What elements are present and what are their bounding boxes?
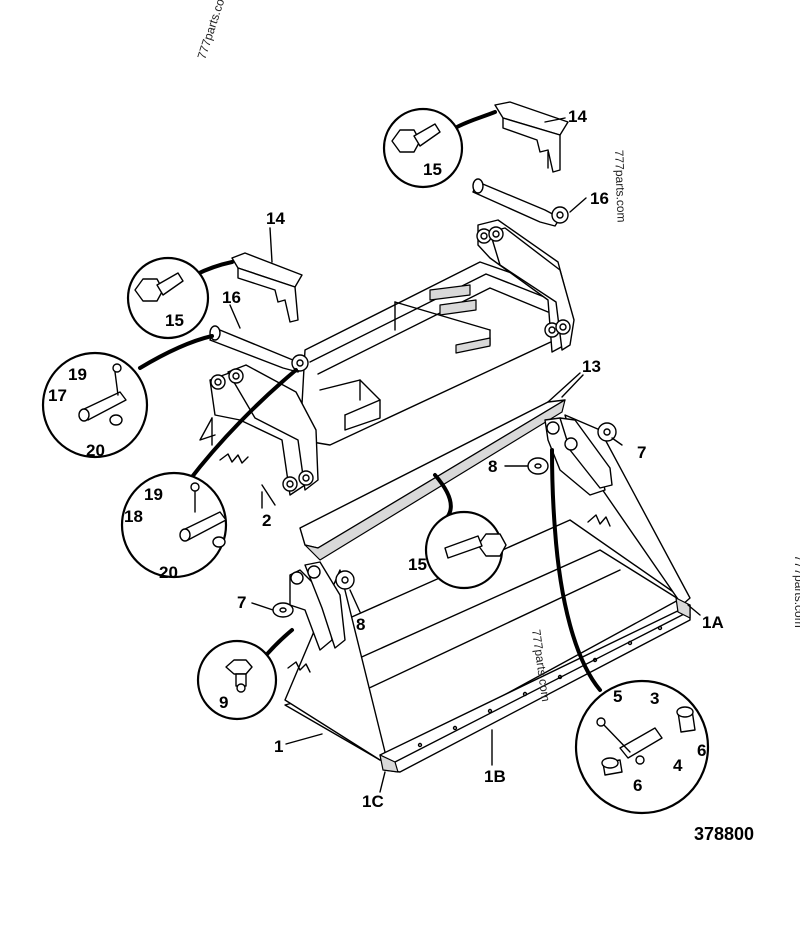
label-6-lower: 6 — [633, 776, 642, 795]
detail-circle-pin-17 — [41, 351, 149, 459]
label-9: 9 — [219, 693, 228, 712]
detail-circle-bolt-top-right — [382, 107, 464, 189]
label-16-top-left: 16 — [222, 288, 241, 307]
top-left-bracket — [231, 252, 303, 323]
top-right-bracket — [494, 101, 569, 173]
watermark-top-left: 777parts.com — [195, 0, 231, 61]
label-16-top-right: 16 — [590, 189, 609, 208]
bucket — [284, 414, 691, 773]
callout-labels: 14 15 16 14 15 16 13 19 17 20 2 8 7 19 1… — [48, 107, 724, 811]
label-14-top-left: 14 — [266, 209, 285, 228]
label-15-top-left: 15 — [165, 311, 184, 330]
label-20-upper: 20 — [86, 441, 105, 460]
label-1A: 1A — [702, 613, 724, 632]
label-19-lower: 19 — [144, 485, 163, 504]
figure-number: 378800 — [694, 824, 754, 844]
top-left-cylinder — [209, 325, 309, 373]
detail-circle-grease-nipple-9 — [196, 639, 278, 721]
label-15-top-right: 15 — [423, 160, 442, 179]
label-1C: 1C — [362, 792, 384, 811]
label-2: 2 — [262, 511, 271, 530]
label-17: 17 — [48, 386, 67, 405]
label-20-lower: 20 — [159, 563, 178, 582]
label-5: 5 — [613, 687, 622, 706]
watermark-right: 777parts.com — [612, 150, 629, 223]
detail-circle-bolt-15 — [424, 510, 507, 590]
washers — [272, 422, 617, 618]
quick-hitch-frame — [199, 219, 575, 506]
top-right-cylinder — [472, 178, 569, 227]
label-1: 1 — [274, 737, 283, 756]
label-8-left: 8 — [356, 615, 365, 634]
detail-circle-pins-bushes — [574, 679, 710, 815]
cutting-edge-strip — [299, 372, 581, 561]
callout-leaders — [229, 117, 701, 793]
bucket-rivets — [417, 625, 663, 748]
label-19-upper: 19 — [68, 365, 87, 384]
detail-circle-bolt-top-left — [126, 256, 210, 340]
label-3: 3 — [650, 689, 659, 708]
label-1B: 1B — [484, 767, 506, 786]
label-15-center: 15 — [408, 555, 427, 574]
label-7-left: 7 — [237, 593, 246, 612]
detail-circle-pin-18 — [120, 471, 228, 579]
label-8-right: 8 — [488, 457, 497, 476]
watermark-edge: 777parts.com — [792, 555, 800, 628]
label-14-top-right: 14 — [568, 107, 587, 126]
label-4: 4 — [673, 756, 683, 775]
label-7-right: 7 — [637, 443, 646, 462]
label-13: 13 — [582, 357, 601, 376]
label-6-right: 6 — [697, 741, 706, 760]
label-18: 18 — [124, 507, 143, 526]
